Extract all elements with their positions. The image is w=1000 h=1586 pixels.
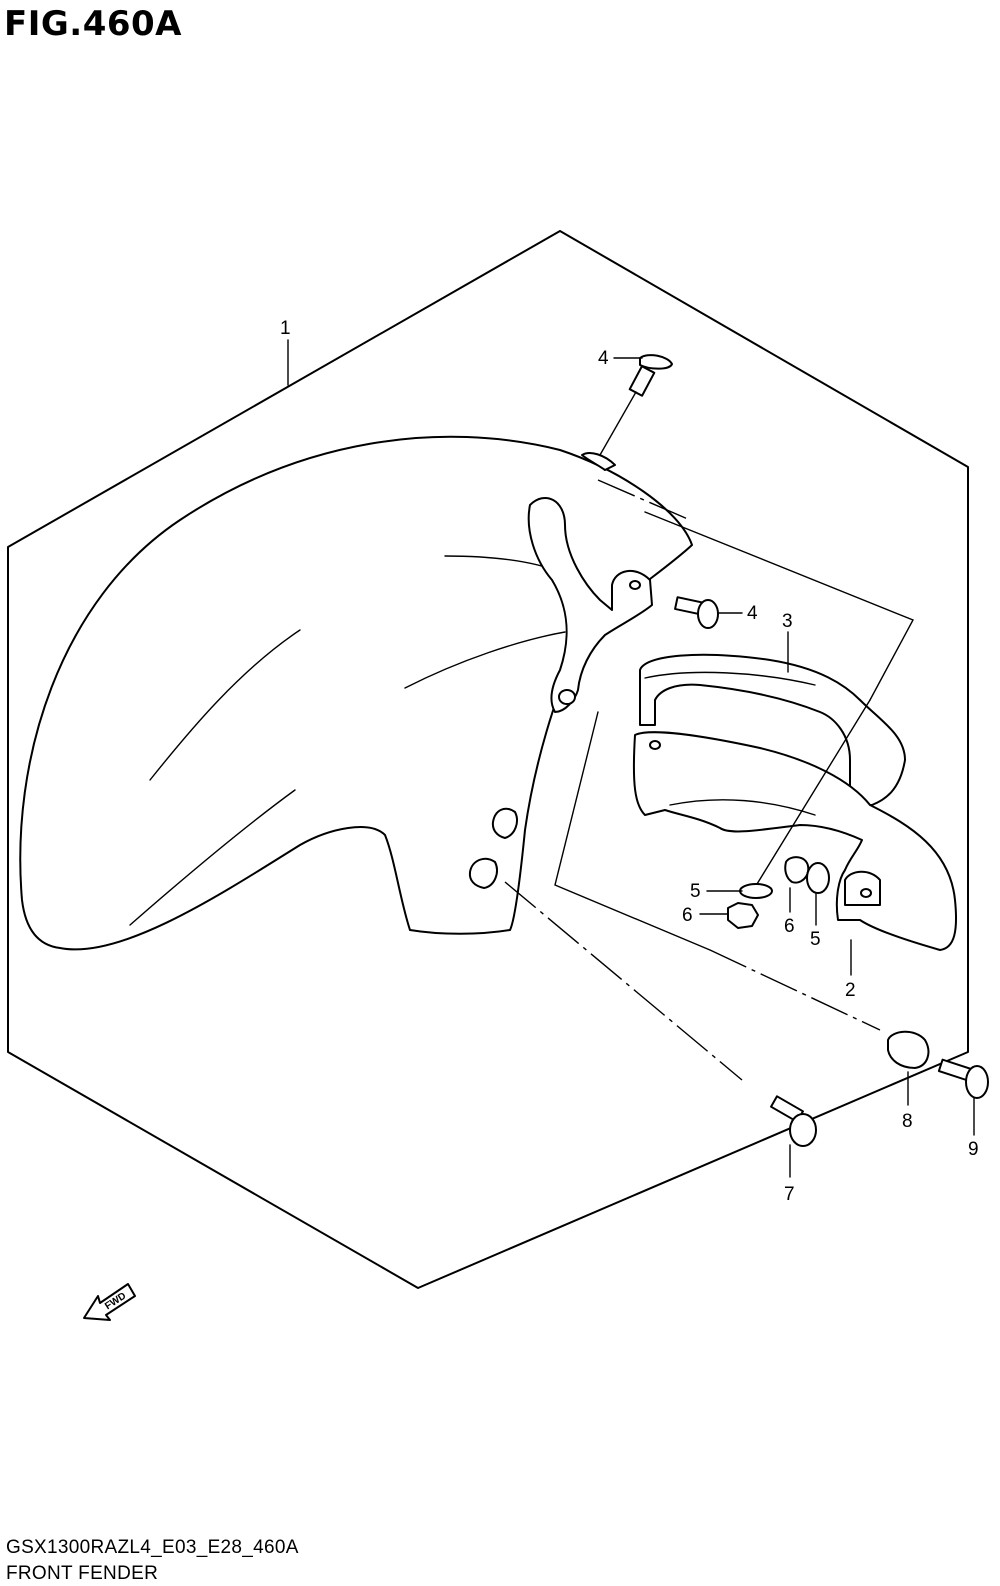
callout-2: 2 (845, 980, 856, 1001)
fender-bracket-upper (639, 653, 906, 836)
callout-3: 3 (782, 611, 793, 632)
nut-6-right (784, 856, 810, 884)
model-code: GSX1300RAZL4_E03_E28_460A (6, 1537, 299, 1558)
washer-5-left (739, 883, 773, 899)
callout-4-top: 4 (598, 348, 609, 369)
callout-4-side: 4 (747, 603, 758, 624)
callout-6-right: 6 (784, 916, 795, 937)
figure-title: FIG.460A (4, 4, 182, 44)
nut-6-left (727, 902, 759, 929)
assembly-boundary-hexagon (7, 230, 969, 1289)
screw-4-side (674, 596, 719, 629)
washer-5-right (806, 862, 830, 894)
cushion-8 (887, 1030, 930, 1069)
callout-5-right: 5 (810, 929, 821, 950)
forward-direction-arrow: FWD (83, 1283, 136, 1321)
section-name: FRONT FENDER (6, 1563, 159, 1584)
fender-bracket-lower (632, 731, 958, 951)
callout-5-left: 5 (690, 881, 701, 902)
callout-6-left: 6 (682, 905, 693, 926)
sub-assembly-boundary (644, 511, 914, 701)
callout-9: 9 (968, 1139, 979, 1160)
callout-1: 1 (280, 318, 291, 339)
bolt-9 (937, 1058, 989, 1099)
callout-7: 7 (784, 1184, 795, 1205)
screw-4-top (628, 354, 673, 397)
callout-8: 8 (902, 1111, 913, 1132)
front-fender-body (19, 435, 693, 951)
bolt-7 (770, 1095, 817, 1147)
